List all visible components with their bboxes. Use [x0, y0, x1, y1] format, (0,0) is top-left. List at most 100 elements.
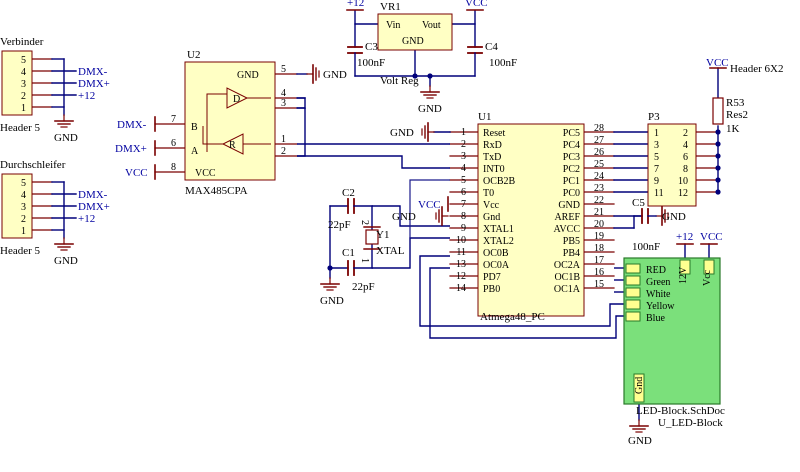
p3-pin-number: 9: [654, 176, 659, 187]
u1-pin-number: 13: [456, 259, 466, 270]
led-block-sheet-name: LED-Block.SchDoc: [636, 405, 725, 417]
u2-vcc-label: VCC: [125, 167, 148, 179]
p3-bus-junction: [715, 165, 721, 171]
u1-aref-gnd-label: GND: [662, 211, 686, 223]
led-block-port-label: Yellow: [646, 301, 675, 312]
p3-pin-number: 7: [654, 164, 659, 175]
u1-pin-name: T0: [483, 188, 494, 199]
u1-int0-wire: [409, 179, 450, 238]
durchschleifer-pin-number: 1: [21, 226, 26, 237]
durchschleifer-pin-number: 4: [21, 190, 26, 201]
wires-layer: [31, 10, 721, 421]
led-block-port: [625, 287, 641, 298]
vr1-vout-name: Vout: [422, 20, 441, 31]
u1-pin-number: 22: [594, 195, 604, 206]
p3-pin-number: 8: [683, 164, 688, 175]
u1-pin-name: Reset: [483, 128, 505, 139]
u1-pin-name: PB5: [563, 236, 580, 247]
u1-pin-number: 18: [594, 243, 604, 254]
u1-gnd-label: GND: [392, 211, 416, 223]
u1-pin-name: Vcc: [483, 200, 500, 211]
u1-pin-number: 19: [594, 231, 604, 242]
p3-pin-number: 3: [654, 140, 659, 151]
u1-pin-number: 28: [594, 123, 604, 134]
u1-pin-number: 25: [594, 159, 604, 170]
durchschleifer-gnd-label: GND: [54, 255, 78, 267]
u1-pin-name: XTAL1: [483, 224, 514, 235]
u1-vcc-label: VCC: [418, 199, 441, 211]
led-gnd-symbol: [629, 419, 649, 433]
y1-ref: Y1: [376, 229, 389, 241]
c1-value: 22pF: [352, 281, 375, 293]
u2-gnd-net-label: GND: [323, 69, 347, 81]
verbinder-title: Verbinder: [0, 36, 44, 48]
u1-pin-name: GND: [558, 200, 580, 211]
u2-b-label: B: [191, 122, 198, 133]
durchschleifer-pin-number: 3: [21, 202, 26, 213]
vr1-gnd-label: GND: [418, 103, 442, 115]
u1-body: [477, 123, 585, 317]
p3-pin-number: 12: [678, 188, 688, 199]
p3-pin-number: 4: [683, 140, 688, 151]
u1-pin-number: 1: [461, 127, 466, 138]
c5-capacitor: [633, 208, 657, 224]
vr1-gnd-symbol: [420, 85, 440, 99]
u1-pin-number: 15: [594, 279, 604, 290]
u2-part-name: MAX485CPA: [185, 185, 248, 197]
y1-crystal: [365, 229, 379, 245]
p3-pin-number: 6: [683, 152, 688, 163]
c1-capacitor: [329, 260, 373, 276]
u1-pin-name: INT0: [483, 164, 505, 175]
led-block-gnd-port: [633, 373, 645, 403]
p3-body: [647, 123, 697, 207]
p3-pin-number: 1: [654, 128, 659, 139]
vr1-gnd-name: GND: [402, 36, 424, 47]
p3-bus-junction: [715, 177, 721, 183]
led-block-12v-label: 12V: [678, 266, 689, 284]
u1-pin-name: PC0: [563, 188, 580, 199]
u1-pin-name: PD7: [483, 272, 501, 283]
p3-pin-number: 10: [678, 176, 688, 187]
durchschleifer-pin-number: 5: [21, 178, 26, 189]
vr1-vin-wire: [354, 10, 378, 25]
c4-capacitor: [467, 23, 483, 77]
c5-value: 100nF: [632, 241, 660, 253]
durchschleifer-pin-number: 2: [21, 214, 26, 225]
u1-pin-number: 12: [456, 271, 466, 282]
verbinder-header-body: [1, 50, 33, 116]
verbinder-pin-number: 4: [21, 67, 26, 78]
p3-pin-number: 2: [683, 128, 688, 139]
u1-pin-number: 2: [461, 139, 466, 150]
u2-gnd-symbol: [306, 64, 320, 84]
u2-pin-number: 6: [171, 138, 176, 149]
u1-gnd-symbol: [435, 206, 449, 226]
verbinder-gnd-label: GND: [54, 132, 78, 144]
u2-pin-number: 3: [281, 98, 286, 109]
y1-part: XTAL: [376, 245, 405, 257]
u1-pin-number: 23: [594, 183, 604, 194]
verbinder-pin-number: 5: [21, 55, 26, 66]
c5-ref: C5: [632, 197, 645, 209]
durchschleifer-net-label: DMX-: [78, 189, 108, 201]
durchschleifer-title: Durchschleifer: [0, 159, 66, 171]
led-block-port: [625, 275, 641, 286]
led-block-port: [625, 311, 641, 322]
u1-pin-name: PC1: [563, 176, 580, 187]
u1-pin-number: 24: [594, 171, 604, 182]
u1-pin-number: 3: [461, 151, 466, 162]
r53-ref: R53: [726, 97, 745, 109]
verbinder-net-label: DMX+: [78, 78, 110, 90]
u1-pin-name: TxD: [483, 152, 501, 163]
durchschleifer-header-body: [1, 173, 33, 239]
vr1-vin-name: Vin: [386, 20, 400, 31]
led-block-port: [625, 263, 641, 274]
durchschleifer-net-label: DMX+: [78, 201, 110, 213]
u2-pin-number: 5: [281, 64, 286, 75]
u2-pin-number: 1: [281, 134, 286, 145]
led-block-vcc-port: [703, 259, 715, 275]
u2-pin-number: 2: [281, 146, 286, 157]
u2-2-wire: [297, 108, 306, 157]
u1-pin-name: XTAL2: [483, 236, 514, 247]
u1-pin-number: 9: [461, 223, 466, 234]
